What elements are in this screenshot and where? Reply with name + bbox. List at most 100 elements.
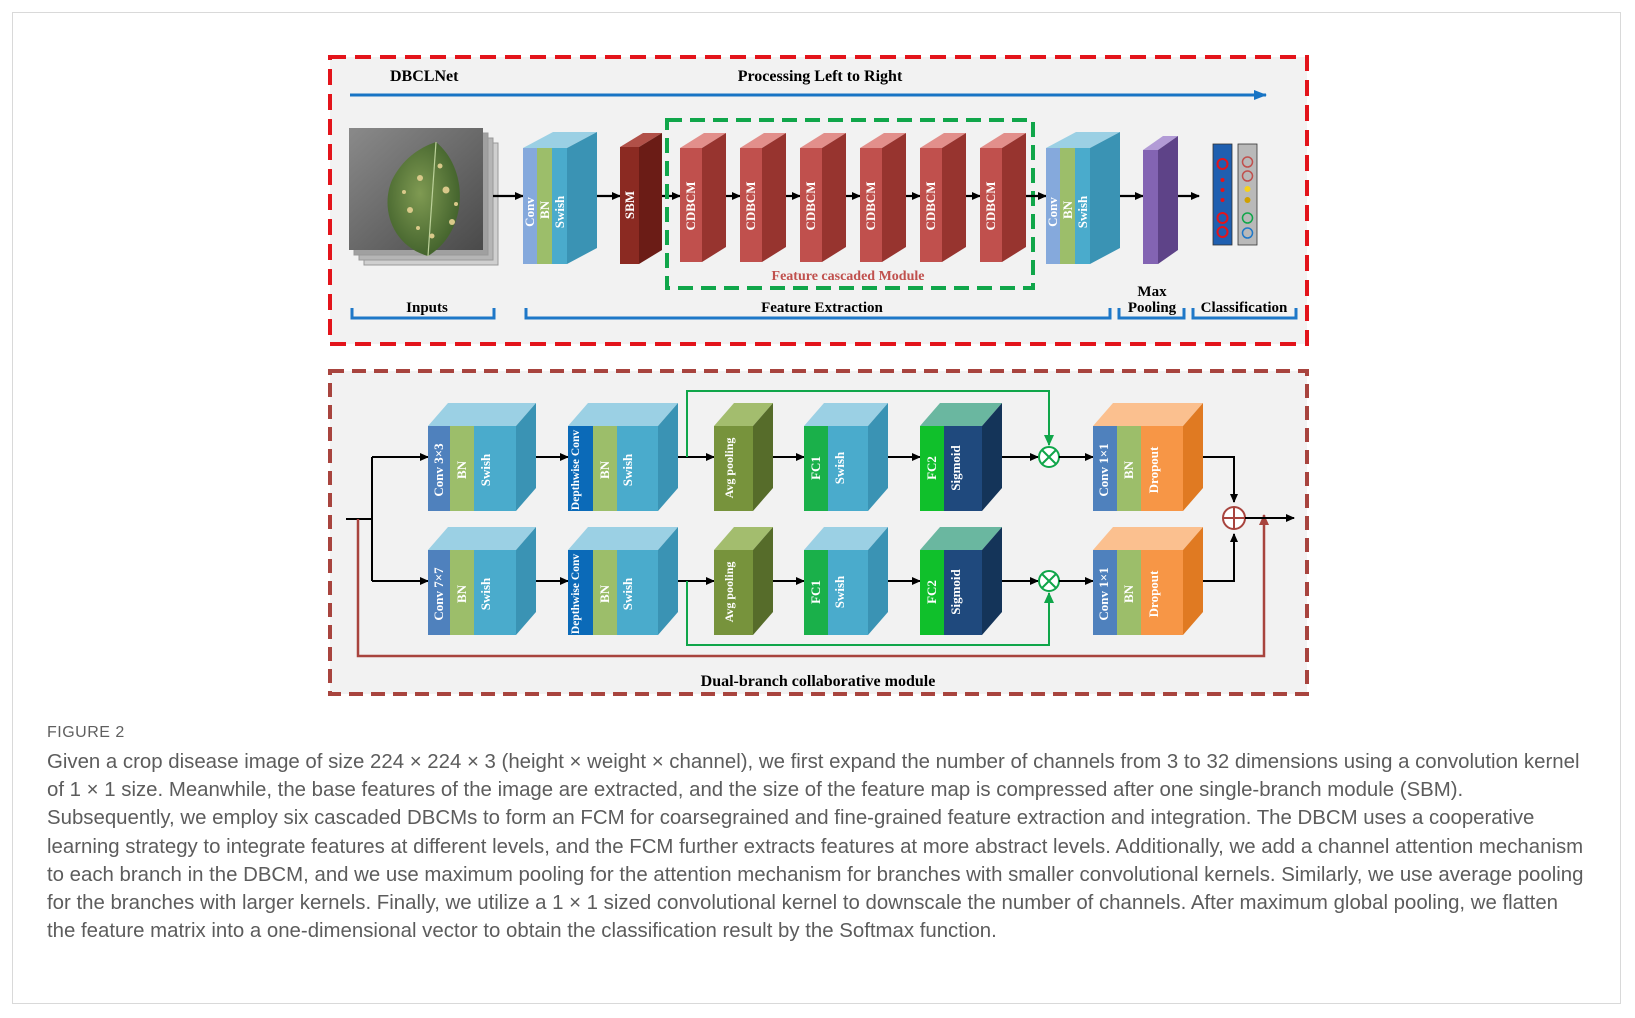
bracket-max-pooling [1117,308,1186,320]
output-node-5 [1241,212,1254,224]
cdbcm-label-4: CDBCM [863,181,878,230]
sbm-block: SBM [620,133,662,264]
upper-multiply-node [1038,446,1060,468]
stem-conv-face [523,148,537,264]
upper-dw-swish-label: Swish [620,453,635,486]
top-panel: DBCLNet Processing Left to Right Co [328,55,1309,346]
upper-conv-block: Conv 3×3 BN Swish [428,403,536,511]
cdbcm-label-1: CDBCM [683,181,698,230]
upper-conv-bn-label: BN [454,460,469,479]
caption-text: Given a crop disease image of size 224 ×… [47,751,1584,943]
max-pool-block [1143,136,1178,264]
lower-fc1-block: FC1 Swish [804,527,888,635]
cdbcm-label-2: CDBCM [743,181,758,230]
upper-avgpool-block: Avg pooling [714,403,773,511]
lower-sigmoid-label: Sigmoid [948,568,963,614]
upper-dw-label: Depthwise Conv [570,430,582,510]
cdbcm-block-5: CDBCM [920,133,966,262]
upper-attention-skip [686,390,1054,457]
classification-vectors [1212,143,1258,246]
bracket-feature-extraction [524,308,1112,320]
fcm-border [665,118,1035,290]
feature-vector-dots [1220,178,1225,202]
arrow-lower-to-add [1203,533,1238,582]
feature-vector-nodes [1216,158,1229,238]
sbm-top [620,133,662,147]
label-inputs: Inputs [406,300,448,316]
add-node [1222,506,1246,530]
lower-conv-bn-label: BN [454,584,469,603]
stem-conv-label: Conv [522,197,537,227]
upper-fc1-swish-label: Swish [832,451,847,484]
cdbcm-block-3: CDBCM [800,133,846,262]
leaf-vein [427,141,437,257]
lower-avgpool-label: Avg pooling [722,562,736,623]
network-name: DBCLNet [390,68,459,85]
upper-out-block: Conv 1×1 BN Dropout [1093,403,1203,511]
fcm-label: Feature cascaded Module [772,269,925,284]
head-bn-label: BN [1060,200,1075,219]
cdbcm-label-6: CDBCM [983,181,998,230]
output-node-4 [1244,197,1251,203]
lower-conv-label: Conv 7×7 [431,567,446,621]
lower-fc2-label: FC2 [924,580,939,604]
stem-block-side [567,132,597,264]
head-block: Conv BN Swish [1045,132,1120,264]
head-conv-label: Conv [1045,197,1060,227]
upper-fc1-label: FC1 [808,456,823,480]
label-max-line1: Max [1137,284,1167,300]
upper-avgpool-label: Avg pooling [722,438,736,499]
bracket-inputs [350,308,496,320]
lower-avgpool-block: Avg pooling [714,527,773,635]
label-feature-extraction: Feature Extraction [761,300,883,316]
upper-sigmoid-label: Sigmoid [948,444,963,490]
upper-conv-swish-label: Swish [478,453,493,486]
lower-fc2-block: FC2 Sigmoid [920,527,1002,635]
lower-fc1-label: FC1 [808,580,823,604]
lower-dw-block: Depthwise Conv BN Swish [568,527,678,635]
stem-swish-label: Swish [552,195,567,228]
head-swish-label: Swish [1075,195,1090,228]
arrow-upper-to-add [1203,456,1238,503]
lower-attention-skip [686,581,1054,646]
cdbcm-label-3: CDBCM [803,181,818,230]
dbcm-title: Dual-branch collaborative module [701,673,936,690]
section-brackets [350,308,1298,320]
leaf-shape [387,142,460,256]
lower-conv-swish-label: Swish [478,577,493,610]
upper-fc2-label: FC2 [924,456,939,480]
output-node-6 [1241,227,1254,239]
upper-out-conv-label: Conv 1×1 [1096,443,1111,496]
stem-block: Conv BN Swish [522,132,597,264]
upper-dw-block: Depthwise Conv BN Swish [568,403,678,511]
input-split [346,453,429,585]
cdbcm-block-4: CDBCM [860,133,906,262]
sbm-label: SBM [622,191,637,219]
stem-block-top [523,132,597,148]
lower-multiply-node [1038,570,1060,592]
bottom-panel: Dual-branch collaborative module Conv 3×… [328,369,1309,696]
upper-fc2-block: FC2 Sigmoid [920,403,1002,511]
cdbcm-block-6: CDBCM [980,133,1026,262]
stem-bn-label: BN [537,200,552,219]
cdbcm-block-1: CDBCM [680,133,726,262]
lower-dw-swish-label: Swish [620,577,635,610]
input-image-stack [349,128,499,266]
bracket-classification [1191,308,1298,320]
output-vector [1237,143,1258,246]
disease-spots [402,163,458,239]
lower-out-block: Conv 1×1 BN Dropout [1093,527,1203,635]
lower-conv-block: Conv 7×7 BN Swish [428,527,536,635]
label-classification: Classification [1201,300,1288,316]
stem-swish-face [552,148,567,264]
lower-branch: Conv 7×7 BN Swish Depthwise Conv BN Swis… [428,527,1238,646]
lower-fc1-swish-label: Swish [832,575,847,608]
upper-branch: Conv 3×3 BN Swish Depthwise Conv BN Swis… [428,390,1238,511]
upper-dw-bn-label: BN [597,460,612,479]
lower-out-conv-label: Conv 1×1 [1096,567,1111,620]
lower-out-dropout-label: Dropout [1146,570,1161,617]
upper-fc1-block: FC1 Swish [804,403,888,511]
output-node-3 [1244,186,1251,192]
upper-conv-label: Conv 3×3 [431,443,446,497]
cdbcm-block-2: CDBCM [740,133,786,262]
